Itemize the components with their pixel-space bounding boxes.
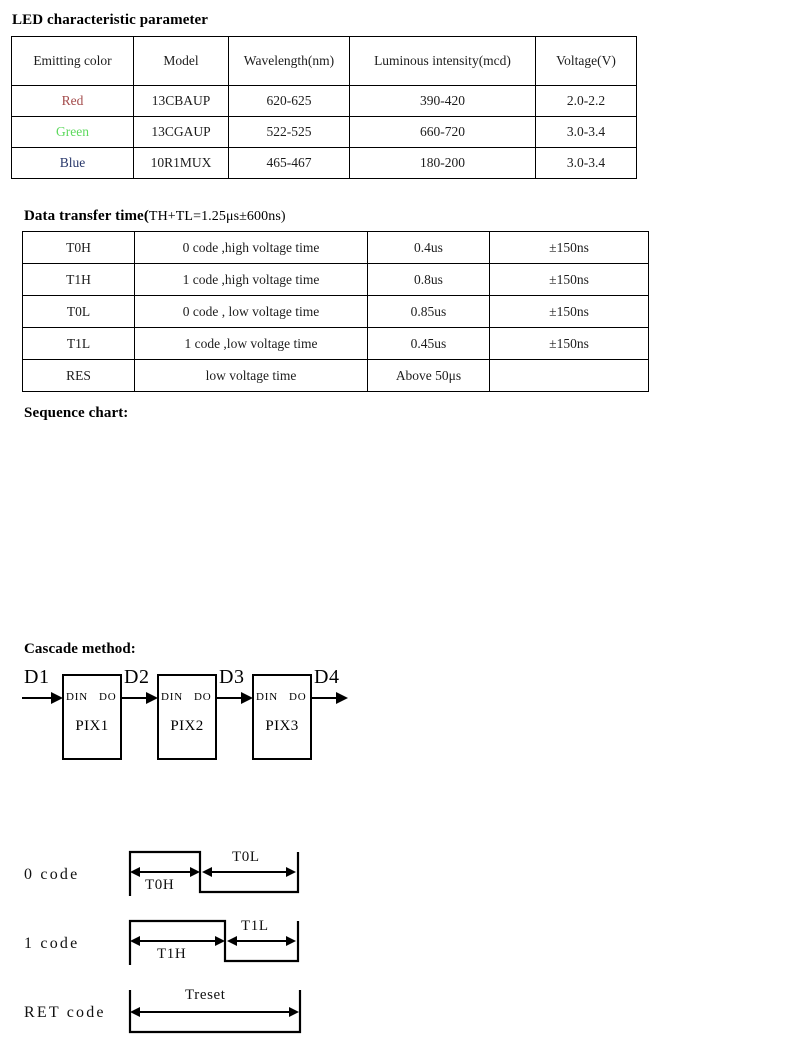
sequence-chart: 0 code T0H T0L 1 code T1H T1L RET code T bbox=[0, 424, 788, 1034]
pin-label-do: DO bbox=[289, 691, 307, 703]
pixel-block-pix1[interactable] bbox=[62, 674, 122, 760]
table-row: RES low voltage time Above 50μs bbox=[22, 359, 649, 392]
span-label-t1l: T1L bbox=[241, 918, 269, 934]
cell-timing-description: low voltage time bbox=[134, 359, 368, 392]
cell-wavelength: 522-525 bbox=[228, 116, 350, 148]
cascade-title-text: Cascade method: bbox=[24, 641, 136, 657]
pixel-block-pix2[interactable] bbox=[157, 674, 217, 760]
table-row: Red 13CBAUP 620-625 390-420 2.0-2.2 bbox=[11, 85, 637, 117]
cell-timing-tolerance: ±150ns bbox=[489, 327, 649, 360]
wave-label-1-code: 1 code bbox=[24, 935, 80, 952]
led-title-text: LED characteristic parameter bbox=[12, 12, 209, 28]
cell-luminous-intensity: 660-720 bbox=[349, 116, 536, 148]
sequence-title-text: Sequence chart: bbox=[24, 405, 129, 421]
cell-luminous-intensity: 180-200 bbox=[349, 147, 536, 179]
cell-model: 13CGAUP bbox=[133, 116, 229, 148]
pin-label-do: DO bbox=[194, 691, 212, 703]
cascade-section-title: Cascade method: bbox=[24, 641, 136, 658]
wave-label-0-code: 0 code bbox=[24, 866, 80, 883]
cell-timing-name: T0H bbox=[22, 231, 135, 264]
cell-emitting-color: Green bbox=[11, 116, 134, 148]
cell-timing-value: 0.4us bbox=[367, 231, 490, 264]
data-line-label-d1: D1 bbox=[24, 666, 50, 688]
pin-label-din: DIN bbox=[66, 691, 88, 703]
data-line-label-d4: D4 bbox=[314, 666, 340, 688]
led-characteristic-table: Emitting color Model Wavelength(nm) Lumi… bbox=[11, 36, 637, 179]
span-label-t0l: T0L bbox=[232, 849, 260, 865]
pixel-name-pix2: PIX2 bbox=[170, 718, 204, 734]
data-transfer-time-table: T0H 0 code ,high voltage time 0.4us ±150… bbox=[22, 231, 649, 392]
span-label-treset: Treset bbox=[185, 987, 226, 1003]
pixel-name-pix1: PIX1 bbox=[75, 718, 109, 734]
cell-timing-description: 1 code ,low voltage time bbox=[134, 327, 368, 360]
cell-timing-value: 0.85us bbox=[367, 295, 490, 328]
span-label-t0h: T0H bbox=[145, 877, 175, 893]
sequence-section-title: Sequence chart: bbox=[24, 405, 128, 422]
pin-label-din: DIN bbox=[256, 691, 278, 703]
cell-model: 10R1MUX bbox=[133, 147, 229, 179]
timing-section-title: Data transfer time(TH+TL=1.25μs±600ns) bbox=[24, 208, 286, 225]
pixel-name-pix3: PIX3 bbox=[265, 718, 299, 734]
cell-wavelength: 620-625 bbox=[228, 85, 350, 117]
column-header-wavelength: Wavelength(nm) bbox=[228, 36, 350, 86]
data-line-label-d2: D2 bbox=[124, 666, 150, 688]
led-section-title: LED characteristic parameter bbox=[12, 12, 208, 29]
timing-title-bold: Data transfer time( bbox=[24, 208, 149, 224]
data-line-label-d3: D3 bbox=[219, 666, 245, 688]
cell-timing-value: Above 50μs bbox=[367, 359, 490, 392]
cell-emitting-color: Red bbox=[11, 85, 134, 117]
waveform-0-code bbox=[128, 850, 300, 896]
cell-timing-tolerance: ±150ns bbox=[489, 231, 649, 264]
pixel-block-pix3[interactable] bbox=[252, 674, 312, 760]
cell-timing-name: T0L bbox=[22, 295, 135, 328]
cell-voltage: 3.0-3.4 bbox=[535, 147, 637, 179]
column-header-model: Model bbox=[133, 36, 229, 86]
cell-voltage: 3.0-3.4 bbox=[535, 116, 637, 148]
cell-timing-description: 0 code , low voltage time bbox=[134, 295, 368, 328]
cell-luminous-intensity: 390-420 bbox=[349, 85, 536, 117]
cell-timing-description: 1 code ,high voltage time bbox=[134, 263, 368, 296]
table-row: T0H 0 code ,high voltage time 0.4us ±150… bbox=[22, 231, 649, 264]
cell-timing-tolerance bbox=[489, 359, 649, 392]
column-header-luminous-intensity: Luminous intensity(mcd) bbox=[349, 36, 536, 86]
wave-label-ret-code: RET code bbox=[24, 1004, 106, 1021]
column-header-emitting-color: Emitting color bbox=[11, 36, 134, 86]
table-row: T1L 1 code ,low voltage time 0.45us ±150… bbox=[22, 327, 649, 360]
span-label-t1h: T1H bbox=[157, 946, 187, 962]
cell-emitting-color: Blue bbox=[11, 147, 134, 179]
cascade-connectors bbox=[22, 692, 348, 704]
cell-timing-value: 0.8us bbox=[367, 263, 490, 296]
column-header-voltage: Voltage(V) bbox=[535, 36, 637, 86]
pin-label-do: DO bbox=[99, 691, 117, 703]
cell-model: 13CBAUP bbox=[133, 85, 229, 117]
table-row: Green 13CGAUP 522-525 660-720 3.0-3.4 bbox=[11, 116, 637, 148]
cell-timing-tolerance: ±150ns bbox=[489, 263, 649, 296]
table-row: Blue 10R1MUX 465-467 180-200 3.0-3.4 bbox=[11, 147, 637, 179]
pin-label-din: DIN bbox=[161, 691, 183, 703]
cell-timing-description: 0 code ,high voltage time bbox=[134, 231, 368, 264]
table-row: T0L 0 code , low voltage time 0.85us ±15… bbox=[22, 295, 649, 328]
cell-wavelength: 465-467 bbox=[228, 147, 350, 179]
timing-title-thin: TH+TL=1.25μs±600ns) bbox=[148, 209, 286, 224]
cell-timing-tolerance: ±150ns bbox=[489, 295, 649, 328]
table-row: T1H 1 code ,high voltage time 0.8us ±150… bbox=[22, 263, 649, 296]
waveform-1-code bbox=[128, 919, 300, 965]
cell-voltage: 2.0-2.2 bbox=[535, 85, 637, 117]
cell-timing-name: RES bbox=[22, 359, 135, 392]
cascade-diagram: D1 D2 D3 D4 DIN DO PIX1 DIN DO PIX2 DIN … bbox=[0, 660, 788, 785]
cell-timing-name: T1H bbox=[22, 263, 135, 296]
table-header-row: Emitting color Model Wavelength(nm) Lumi… bbox=[11, 36, 637, 86]
cell-timing-value: 0.45us bbox=[367, 327, 490, 360]
cell-timing-name: T1L bbox=[22, 327, 135, 360]
